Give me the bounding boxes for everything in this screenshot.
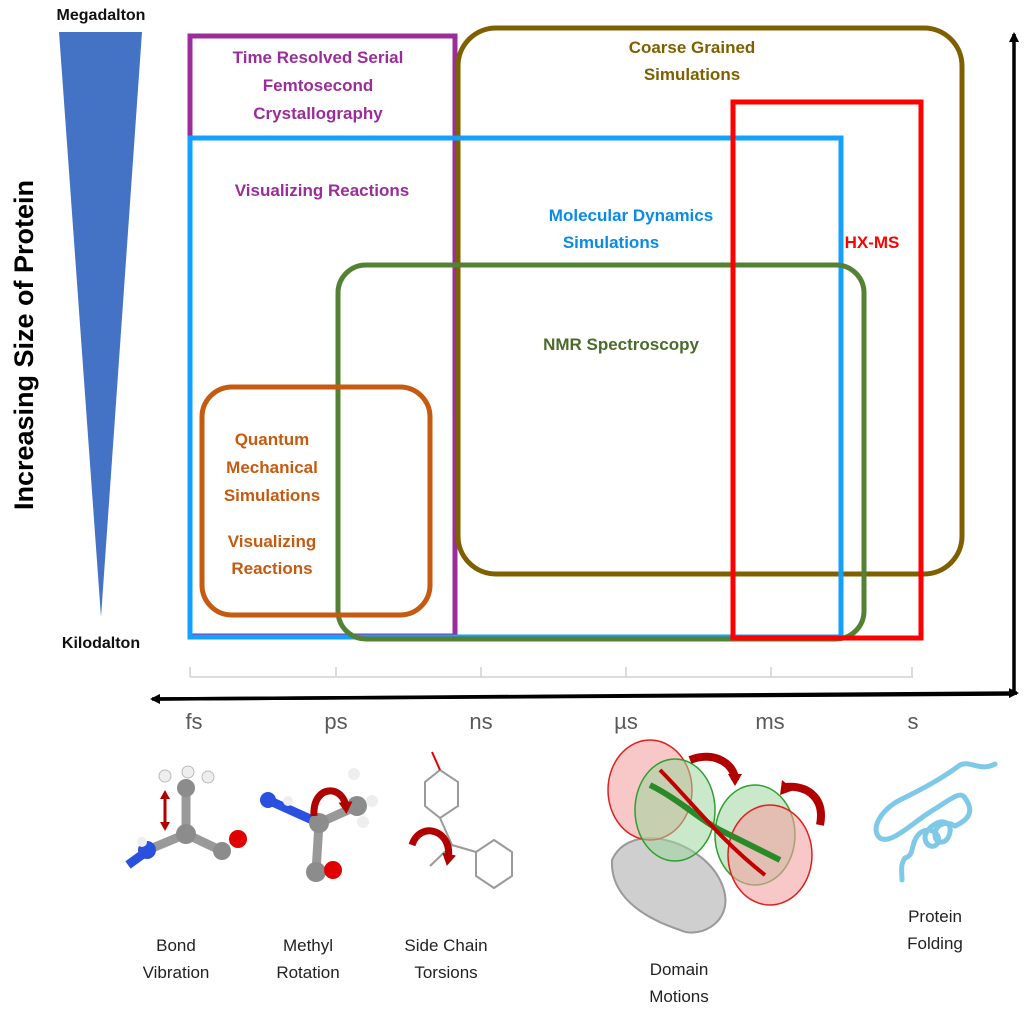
coarse-grained-region (455, 25, 965, 577)
svg-text:Simulations: Simulations (644, 65, 740, 84)
svg-text:Vibration: Vibration (143, 963, 210, 982)
tick-us: µs (614, 709, 638, 734)
svg-text:Time Resolved Serial: Time Resolved Serial (233, 48, 404, 67)
domain-motions-protein-icon (607, 739, 825, 934)
svg-text:Simulations: Simulations (563, 233, 659, 252)
svg-text:Femtosecond: Femtosecond (263, 76, 374, 95)
svg-text:Coarse Grained: Coarse Grained (629, 38, 756, 57)
bond-vibration-molecule-icon (125, 765, 247, 869)
svg-text:Domain: Domain (650, 960, 709, 979)
tick-s: s (908, 709, 919, 734)
y-axis-title: Increasing Size of Protein (9, 180, 39, 510)
svg-text:Crystallography: Crystallography (253, 104, 383, 123)
svg-text:Quantum: Quantum (235, 430, 310, 449)
hxms-label: HX-MS (845, 233, 900, 252)
tick-fs: fs (185, 709, 202, 734)
svg-text:Reactions: Reactions (231, 559, 312, 578)
svg-text:Bond: Bond (156, 936, 196, 955)
caption-methyl-rotation: Methyl Rotation (276, 936, 339, 982)
caption-side-chain-torsions: Side Chain Torsions (404, 936, 487, 982)
svg-text:Rotation: Rotation (276, 963, 339, 982)
kilodalton-label: Kilodalton (62, 635, 140, 652)
megadalton-label: Megadalton (57, 7, 146, 24)
tick-scale (189, 667, 913, 678)
protein-folding-icon (873, 761, 998, 883)
svg-text:Visualizing: Visualizing (228, 532, 317, 551)
x-tick-labels: fs ps ns µs ms s (185, 709, 918, 734)
tick-ns: ns (469, 709, 492, 734)
svg-text:Side Chain: Side Chain (404, 936, 487, 955)
caption-domain-motions: Domain Motions (649, 960, 709, 1006)
svg-text:Simulations: Simulations (224, 486, 320, 505)
svg-text:Torsions: Torsions (414, 963, 477, 982)
side-chain-torsions-molecule-icon (408, 751, 513, 890)
trsfx-label: Time Resolved Serial Femtosecond Crystal… (233, 48, 410, 200)
caption-protein-folding: Protein Folding (907, 907, 963, 953)
qm-region (199, 384, 433, 618)
tick-ms: ms (755, 709, 784, 734)
svg-text:Methyl: Methyl (283, 936, 333, 955)
svg-text:Molecular Dynamics: Molecular Dynamics (549, 206, 713, 225)
visualizing-reactions-label: Visualizing Reactions (235, 181, 409, 200)
svg-text:Mechanical: Mechanical (226, 458, 318, 477)
size-wedge-icon (59, 32, 142, 617)
x-axis-arrow-right (159, 688, 1019, 701)
svg-text:Motions: Motions (649, 987, 709, 1006)
nmr-label: NMR Spectroscopy (543, 335, 699, 354)
methyl-rotation-molecule-icon (260, 768, 378, 882)
nmr-region (335, 262, 867, 642)
tick-ps: ps (324, 709, 347, 734)
hxms-region (730, 99, 924, 641)
qm-label: Quantum Mechanical Simulations Visualizi… (224, 430, 320, 578)
svg-text:Protein: Protein (908, 907, 962, 926)
coarse-grained-label: Coarse Grained Simulations (629, 38, 756, 84)
svg-text:Folding: Folding (907, 934, 963, 953)
caption-bond-vibration: Bond Vibration (143, 936, 210, 982)
md-label: Molecular Dynamics Simulations (549, 206, 713, 252)
